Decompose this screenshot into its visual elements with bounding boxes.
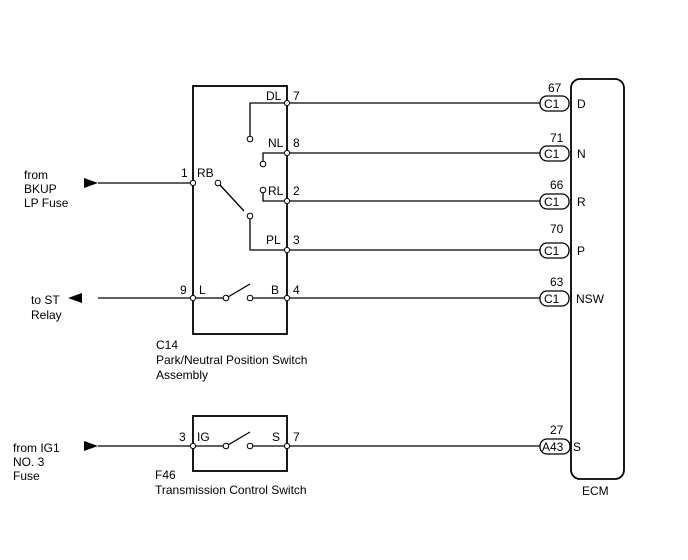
s-terminal bbox=[283, 442, 291, 450]
ig1-arrow-icon bbox=[84, 441, 98, 451]
ecm-connector bbox=[539, 290, 570, 307]
bkup-label-2: BKUP bbox=[24, 182, 57, 196]
ecm-pin-number: 67 bbox=[548, 81, 562, 95]
bkup-arrow-icon bbox=[84, 178, 98, 188]
l-terminal bbox=[189, 294, 197, 302]
nl-internal-wire bbox=[262, 152, 287, 161]
rb-pin-label: RB bbox=[197, 166, 214, 180]
ecm-connector-label: C1 bbox=[544, 244, 560, 258]
ecm-signal-label: N bbox=[577, 147, 586, 161]
rb-terminal bbox=[189, 179, 197, 187]
rb-contact bbox=[214, 179, 222, 187]
b-terminal bbox=[283, 294, 291, 302]
c14-name-line2: Assembly bbox=[156, 368, 208, 382]
nl-pin-number: 8 bbox=[293, 136, 300, 150]
b-pin-number: 4 bbox=[293, 283, 300, 297]
st-label-1: to ST bbox=[31, 293, 60, 307]
ig1-label-1: from IG1 bbox=[13, 441, 60, 455]
c14-switch-box bbox=[192, 85, 288, 335]
ecm-signal-label: NSW bbox=[576, 292, 605, 306]
c14-name: Park/Neutral Position Switch bbox=[156, 353, 307, 367]
c14-code: C14 bbox=[156, 338, 178, 352]
l-b-switch-arm bbox=[227, 283, 251, 298]
b-pin-label: B bbox=[271, 283, 279, 297]
l-pin-label: L bbox=[199, 283, 206, 297]
l-pin-number: 9 bbox=[180, 283, 187, 297]
ecm-box bbox=[570, 78, 625, 480]
ecm-pin-number: 66 bbox=[550, 178, 564, 192]
b-contact bbox=[246, 294, 254, 302]
rl-pin-number: 2 bbox=[293, 184, 300, 198]
ig-s-switch-arm bbox=[227, 431, 251, 446]
ig-contact bbox=[222, 442, 230, 450]
s-pin-label: S bbox=[272, 430, 280, 444]
ecm-connector bbox=[539, 193, 570, 210]
st-arrow-icon bbox=[68, 293, 82, 303]
ig-terminal bbox=[189, 442, 197, 450]
rl-pin-label: RL bbox=[268, 184, 284, 198]
ecm-connector bbox=[539, 242, 570, 259]
nl-contact bbox=[259, 160, 267, 168]
ecm-pin-number: 63 bbox=[550, 275, 564, 289]
pl-contact bbox=[246, 212, 254, 220]
st-label-2: Relay bbox=[31, 308, 62, 322]
rb-pin-number: 1 bbox=[181, 166, 188, 180]
bkup-label-3: LP Fuse bbox=[24, 196, 69, 210]
ecm-connector-label: C1 bbox=[544, 147, 560, 161]
ecm-connector-label: C1 bbox=[544, 97, 560, 111]
ig1-label-3: Fuse bbox=[13, 469, 40, 483]
f46-name: Transmission Control Switch bbox=[155, 483, 307, 497]
pl-internal-wire bbox=[249, 219, 287, 251]
nl-terminal bbox=[283, 149, 291, 157]
ig1-label-2: NO. 3 bbox=[13, 455, 45, 469]
ecm-signal-label: D bbox=[577, 97, 586, 111]
dl-pin-number: 7 bbox=[293, 89, 300, 103]
ecm-connector-label: C1 bbox=[544, 292, 560, 306]
ecm-signal-label: S bbox=[573, 440, 581, 454]
ig-pin-number: 3 bbox=[179, 430, 186, 444]
ecm-connector bbox=[539, 438, 571, 455]
ecm-pin-number: 71 bbox=[550, 131, 564, 145]
dl-internal-wire bbox=[249, 102, 287, 136]
ecm-pin-number: 70 bbox=[550, 222, 564, 236]
ig-pin-label: IG bbox=[197, 430, 210, 444]
s-pin-number: 7 bbox=[293, 430, 300, 444]
ecm-signal-label: P bbox=[577, 244, 585, 258]
s-contact bbox=[246, 442, 254, 450]
pl-pin-label: PL bbox=[266, 233, 281, 247]
ecm-signal-label: R bbox=[577, 195, 586, 209]
pl-terminal bbox=[283, 246, 291, 254]
l-contact bbox=[222, 294, 230, 302]
bkup-label-1: from bbox=[24, 168, 48, 182]
ecm-connector-label: A43 bbox=[542, 440, 564, 454]
rl-internal-wire bbox=[262, 193, 287, 202]
rl-terminal bbox=[283, 197, 291, 205]
ecm-pin-number: 27 bbox=[550, 423, 564, 437]
ecm-label: ECM bbox=[582, 484, 609, 498]
rl-contact bbox=[259, 186, 267, 194]
pl-pin-number: 3 bbox=[293, 233, 300, 247]
rb-wiper-arm bbox=[219, 184, 245, 212]
dl-terminal bbox=[283, 99, 291, 107]
ecm-connector bbox=[539, 145, 570, 162]
f46-code: F46 bbox=[155, 468, 176, 482]
ecm-connector bbox=[539, 95, 570, 112]
ecm-connector-label: C1 bbox=[544, 195, 560, 209]
nl-pin-label: NL bbox=[268, 136, 284, 150]
dl-contact bbox=[246, 135, 254, 143]
dl-pin-label: DL bbox=[266, 89, 282, 103]
